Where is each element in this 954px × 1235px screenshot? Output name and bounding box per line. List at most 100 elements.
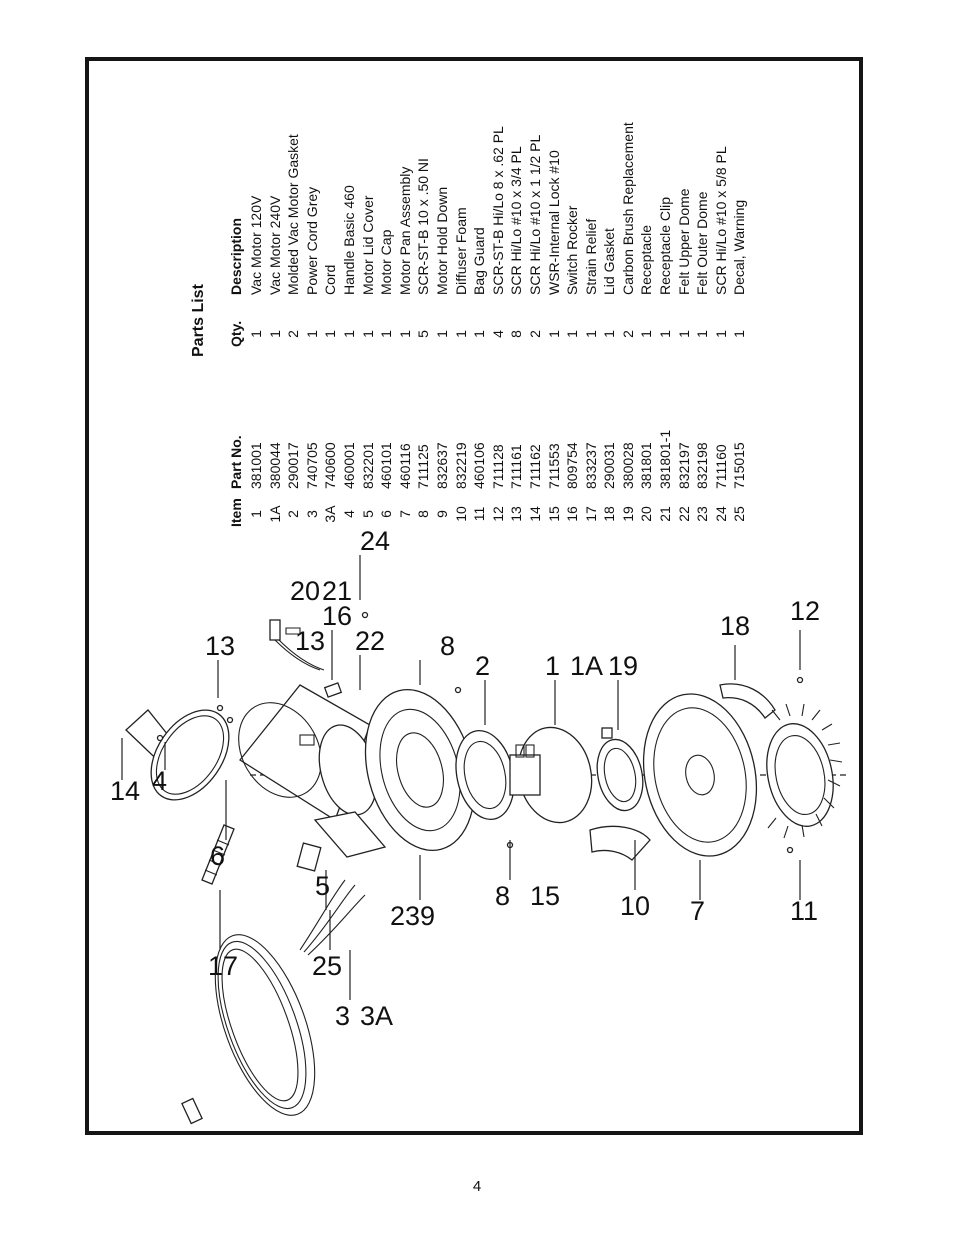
parts-list-title: Parts List bbox=[190, 284, 207, 357]
callout-20: 20 bbox=[290, 576, 320, 606]
parts-row-description: Decal, Warning bbox=[731, 199, 748, 295]
parts-row-description: Motor Pan Assembly bbox=[396, 166, 413, 295]
callout-24: 24 bbox=[360, 526, 390, 556]
parts-row-qty: 1 bbox=[340, 330, 357, 338]
parts-row-qty: 8 bbox=[508, 330, 525, 338]
callout-9: 9 bbox=[420, 901, 435, 931]
parts-row-qty: 1 bbox=[378, 330, 395, 338]
parts-row-qty: 1 bbox=[564, 330, 581, 338]
parts-row-description: Carbon Brush Replacement bbox=[619, 122, 636, 295]
parts-row-qty: 1 bbox=[731, 330, 748, 338]
callout-3a: 3A bbox=[360, 1001, 393, 1031]
vac-motor-part bbox=[509, 726, 593, 824]
parts-row-qty: 1 bbox=[638, 330, 655, 338]
callout-1: 1 bbox=[545, 651, 560, 681]
parts-row-description: Motor Hold Down bbox=[433, 186, 450, 295]
callout-19: 19 bbox=[608, 651, 638, 681]
exploded-view-drawing: 14 4 13 6 17 5 25 3 3A 23 9 8 15 10 7 11… bbox=[110, 526, 850, 1125]
parts-row-qty: 4 bbox=[489, 330, 506, 338]
parts-row-description: Receptacle Clip bbox=[657, 196, 674, 295]
parts-row-qty: 1 bbox=[545, 330, 562, 338]
parts-row-qty: 1 bbox=[359, 330, 376, 338]
diffuser-foam-part bbox=[589, 825, 651, 861]
diagram-frame bbox=[85, 57, 863, 1135]
parts-row-qty: 1 bbox=[601, 330, 618, 338]
callout-10: 10 bbox=[620, 891, 650, 921]
parts-row-description: Cord bbox=[322, 264, 339, 295]
parts-row-description: Vac Motor 120V bbox=[248, 195, 264, 295]
callout-15: 15 bbox=[530, 881, 560, 911]
exploded-view-diagram: 14 4 13 6 17 5 25 3 3A 23 9 8 15 10 7 11… bbox=[90, 480, 860, 1135]
lid-gasket-part bbox=[719, 683, 776, 719]
callout-25: 25 bbox=[312, 951, 342, 981]
parts-row-description: Molded Vac Motor Gasket bbox=[285, 134, 302, 295]
parts-row-qty: 1 bbox=[396, 330, 413, 338]
parts-row-qty: 1 bbox=[471, 330, 488, 338]
callout-11: 11 bbox=[790, 896, 818, 926]
callout-12: 12 bbox=[790, 596, 820, 626]
callout-21: 21 bbox=[322, 576, 352, 606]
parts-row-qty: 1 bbox=[303, 330, 320, 338]
leader-lines bbox=[121, 555, 801, 1000]
callout-8: 8 bbox=[495, 881, 510, 911]
parts-list: Parts List Item Part No. Qty. Descriptio… bbox=[186, 97, 749, 527]
callout-8-top: 8 bbox=[440, 631, 455, 661]
parts-row-qty: 1 bbox=[657, 330, 674, 338]
parts-row-description: Switch Rocker bbox=[564, 205, 581, 295]
callout-17: 17 bbox=[208, 951, 238, 981]
parts-row-qty: 1 bbox=[694, 330, 711, 338]
parts-row-qty: 1 bbox=[266, 330, 283, 338]
callout-labels: 14 4 13 6 17 5 25 3 3A 23 9 8 15 10 7 11… bbox=[110, 526, 820, 1031]
felt-outer-dome-part bbox=[313, 811, 387, 858]
parts-row-description: SCR Hi/Lo #10 x 3/4 PL bbox=[508, 146, 525, 295]
parts-row-qty: 5 bbox=[415, 330, 432, 338]
callout-1a: 1A bbox=[570, 651, 603, 681]
switch-rocker-part bbox=[323, 682, 343, 698]
callout-16: 16 bbox=[322, 601, 352, 631]
parts-row-description: SCR Hi/Lo #10 x 5/8 PL bbox=[712, 146, 729, 295]
parts-row-description: Lid Gasket bbox=[601, 228, 618, 295]
parts-row-description: Vac Motor 240V bbox=[266, 195, 283, 295]
carbon-brush-part bbox=[596, 727, 644, 812]
parts-row-description: Handle Basic 460 bbox=[340, 185, 357, 295]
column-header-qty: Qty. bbox=[228, 320, 244, 347]
bag-guard-part bbox=[766, 703, 843, 839]
parts-row-description: Strain Relief bbox=[582, 218, 599, 295]
parts-row-qty: 2 bbox=[285, 330, 302, 338]
parts-row-qty: 2 bbox=[526, 330, 543, 338]
parts-row-qty: 1 bbox=[433, 330, 450, 338]
power-cord-part bbox=[181, 879, 366, 1125]
parts-row-qty: 1 bbox=[582, 330, 599, 338]
parts-row-qty: 1 bbox=[452, 330, 469, 338]
motor-hold-down-part bbox=[364, 689, 476, 851]
parts-row-description: Receptacle bbox=[638, 224, 655, 295]
screw-markers bbox=[156, 611, 804, 854]
column-header-description: Description bbox=[228, 217, 244, 295]
parts-row-description: Felt Outer Dome bbox=[694, 191, 711, 295]
callout-22: 22 bbox=[355, 626, 385, 656]
callout-13-top: 13 bbox=[295, 626, 325, 656]
callout-18: 18 bbox=[720, 611, 750, 641]
parts-row-qty: 1 bbox=[322, 330, 339, 338]
parts-row-description: SCR-ST-B Hi/Lo 8 x .62 PL bbox=[489, 126, 506, 295]
parts-row-qty: 2 bbox=[619, 330, 636, 338]
parts-row-qty: 1 bbox=[675, 330, 692, 338]
vac-motor-gasket-part bbox=[455, 729, 515, 821]
callout-5: 5 bbox=[315, 871, 330, 901]
callout-13: 13 bbox=[205, 631, 235, 661]
parts-row-description: Bag Guard bbox=[471, 227, 488, 295]
callout-4: 4 bbox=[152, 766, 167, 796]
parts-row-description: SCR-ST-B 10 x .50 NI bbox=[415, 158, 432, 295]
callout-23: 23 bbox=[390, 901, 420, 931]
motor-pan-part bbox=[642, 693, 758, 857]
callout-7: 7 bbox=[690, 896, 705, 926]
parts-row-description: Power Cord Grey bbox=[303, 186, 320, 295]
motor-cap-part bbox=[150, 709, 230, 801]
callout-2: 2 bbox=[475, 651, 490, 681]
parts-row-description: SCR Hi/Lo #10 x 1 1/2 PL bbox=[526, 134, 543, 295]
receptacle-part bbox=[269, 619, 325, 671]
decal-part bbox=[296, 842, 322, 872]
parts-row-description: WSR-Internal Lock #10 bbox=[545, 150, 562, 295]
